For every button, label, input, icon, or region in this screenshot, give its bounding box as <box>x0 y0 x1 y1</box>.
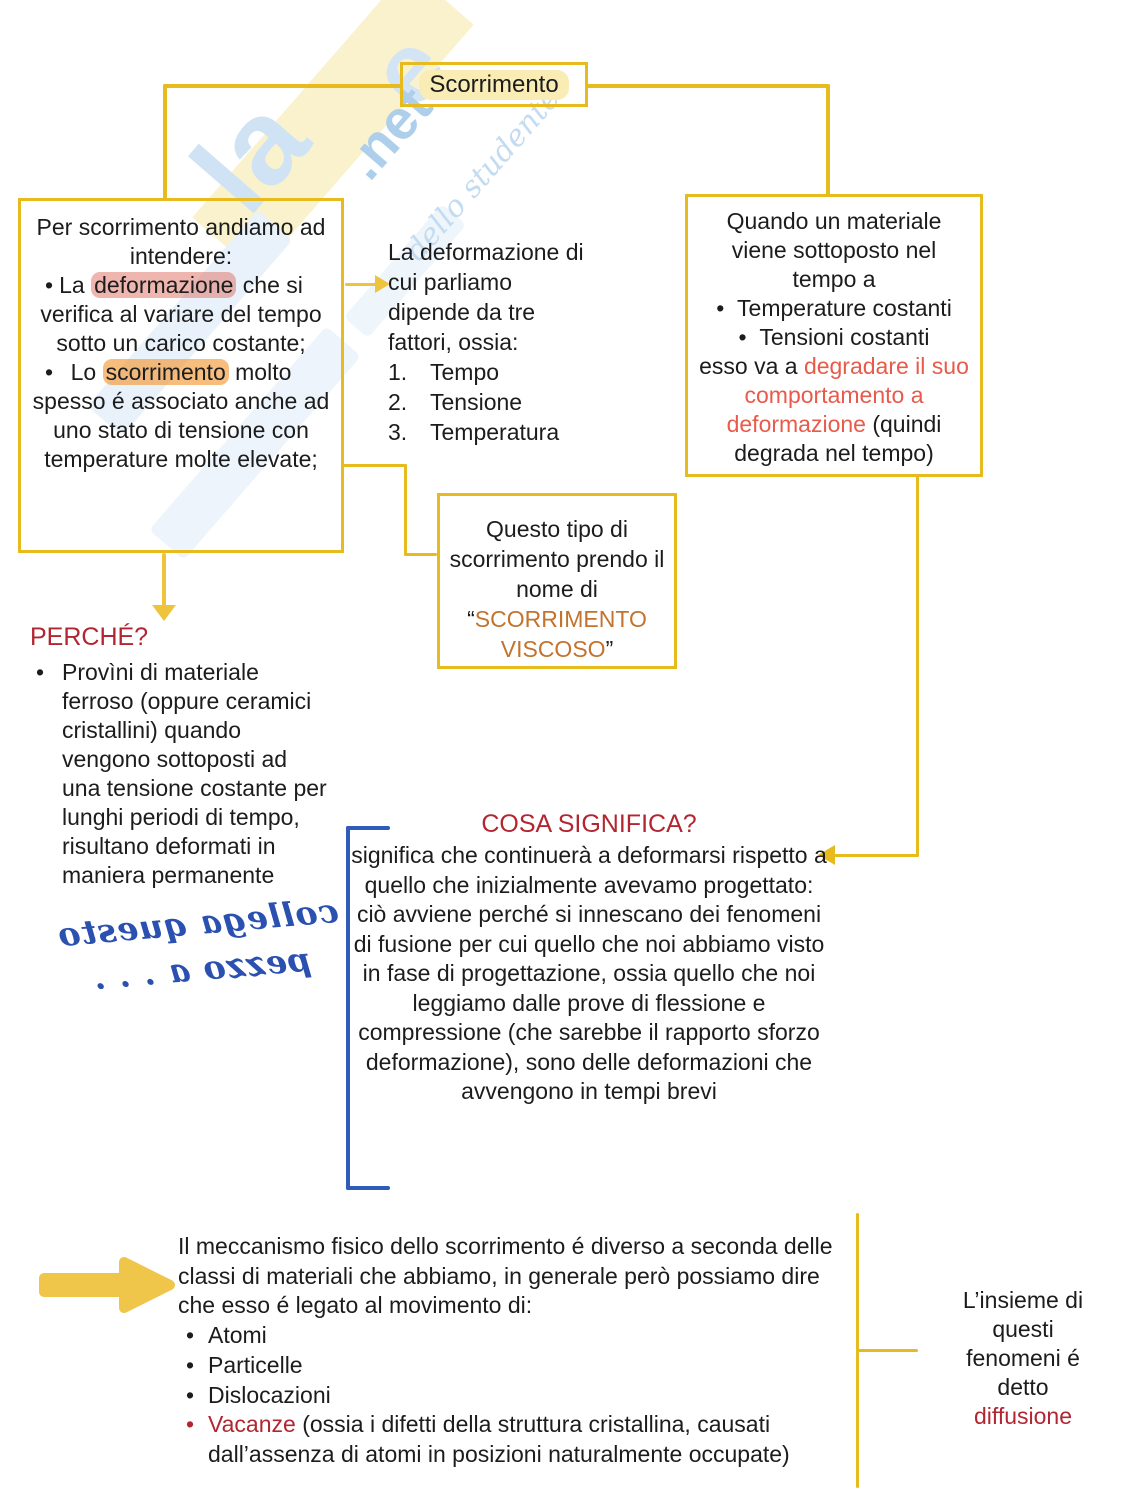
connector-rightbox-horizontal <box>834 854 919 857</box>
viscoso-box: Questo tipo di scorrimento prendo il nom… <box>437 493 677 669</box>
perche-heading: PERCHÉ? <box>30 623 149 651</box>
list-number: 1. <box>388 359 408 385</box>
bullet-text: La <box>59 272 92 298</box>
diffusione-tick-line <box>856 1349 918 1352</box>
tail-text: (quindi degrada nel tempo) <box>734 411 942 466</box>
diffusione-line: fenomeni é <box>966 1345 1080 1371</box>
connector-viscoso-v <box>404 464 407 556</box>
perche-line: lunghi periodi di tempo, <box>62 804 300 830</box>
factors-line: dipende da tre <box>388 299 536 325</box>
bullet-text: Tensioni costanti <box>759 324 930 350</box>
degradation-box: Quando un materiale viene sottoposto nel… <box>685 194 983 477</box>
factors-arrow-line <box>345 283 377 286</box>
definition-box: Per scorrimento andiamo ad intendere: •L… <box>18 198 344 553</box>
connector-title-right-vertical <box>826 84 830 196</box>
mechanism-bullet-vacanze: • Vacanze (ossia i difetti della struttur… <box>178 1410 854 1469</box>
quote-mark: “ <box>467 606 475 632</box>
perche-line: cristallini) quando <box>62 717 241 743</box>
handwritten-note: collega questo pezzo a . . . <box>47 887 354 1005</box>
connector-title-right-horizontal <box>585 84 830 88</box>
left-arrowhead-icon <box>818 845 835 865</box>
degradation-bullet-1: • Temperature costanti <box>698 294 970 323</box>
cosa-body: significa che continuerà a deformarsi ri… <box>351 842 827 1104</box>
perche-line: risultano deformati in <box>62 833 276 859</box>
vacanze-text: (ossia i difetti della struttura cristal… <box>208 1411 790 1467</box>
degradare-red-text: degradare il suo comportamento a deforma… <box>726 353 969 437</box>
diffusione-line: questi <box>992 1316 1054 1342</box>
down-arrow-line <box>162 553 166 607</box>
perche-bullet: • Provìni di materiale ferroso (oppure c… <box>30 658 382 890</box>
factors-note: La deformazione di cui parliamo dipende … <box>388 237 648 447</box>
factors-item-label: Tempo <box>430 359 500 385</box>
mechanism-intro: Il meccanismo fisico dello scorrimento é… <box>178 1233 833 1319</box>
diffusione-red-label: diffusione <box>973 1403 1073 1429</box>
highlighted-word-deformazione: deformazione <box>91 272 237 298</box>
blue-bracket-top <box>346 826 390 830</box>
diffusione-line: L’insieme di <box>962 1287 1084 1313</box>
definition-intro: Per scorrimento andiamo ad intendere: <box>36 214 326 269</box>
perche-line: maniera permanente <box>62 862 275 888</box>
vacanze-red-label: Vacanze <box>208 1411 296 1438</box>
highlighted-word-scorrimento: scorrimento <box>102 359 229 385</box>
diffusione-note: L’insieme di questi fenomeni é detto dif… <box>928 1286 1118 1431</box>
factors-line: La deformazione di <box>388 239 584 265</box>
title-box: Scorrimento <box>400 62 588 107</box>
bullet-text: Dislocazioni <box>208 1381 331 1408</box>
mechanism-bullet: • Atomi <box>178 1321 854 1351</box>
blue-bracket-bottom <box>346 1186 390 1190</box>
degradation-tail: esso va a degradare il suo comportamento… <box>698 352 970 468</box>
mechanism-bullet: • Particelle <box>178 1351 854 1381</box>
quote-mark: ” <box>605 636 614 662</box>
bullet-text: Lo <box>70 359 103 385</box>
factors-line: cui parliamo <box>388 269 512 295</box>
bullet-icon: • <box>186 1322 195 1349</box>
mechanism-bullet: • Dislocazioni <box>178 1381 854 1411</box>
bullet-icon: • <box>186 1381 195 1408</box>
bullet-icon: • <box>45 272 54 298</box>
degradation-intro: Quando un materiale viene sottoposto nel… <box>726 208 942 292</box>
connector-title-left-vertical <box>163 84 167 200</box>
factors-item: 3. Temperatura <box>388 417 648 447</box>
definition-bullet-1: •La deformazione che si verifica al vari… <box>31 271 331 358</box>
factors-line: fattori, ossia: <box>388 329 519 355</box>
degradation-bullet-2: • Tensioni costanti <box>698 323 970 352</box>
factors-item-label: Temperatura <box>430 419 560 445</box>
bullet-text: Temperature costanti <box>737 295 952 321</box>
mechanism-section: Il meccanismo fisico dello scorrimento é… <box>178 1232 854 1470</box>
bullet-icon: • <box>738 324 747 350</box>
perche-line: vengono sottoposti ad <box>62 746 288 772</box>
tail-text: esso va a <box>699 353 804 379</box>
bullet-icon: • <box>186 1411 195 1438</box>
connector-viscoso-h2 <box>404 553 437 556</box>
scorrimento-viscoso-label: SCORRIMENTO VISCOSO <box>474 606 647 662</box>
perche-line: ferroso (oppure ceramici <box>62 688 312 714</box>
cosa-heading: COSA SIGNIFICA? <box>481 810 697 838</box>
connector-title-left-horizontal <box>163 84 402 88</box>
page-title: Scorrimento <box>419 69 569 100</box>
blue-bracket-vertical <box>346 826 350 1190</box>
bullet-icon: • <box>716 295 725 321</box>
perche-line: Provìni di materiale <box>62 659 259 685</box>
connector-viscoso-h1 <box>343 464 407 467</box>
diffusione-line: detto <box>997 1374 1049 1400</box>
list-number: 3. <box>388 419 408 445</box>
big-right-arrow-icon <box>39 1257 175 1313</box>
factors-item-label: Tensione <box>430 389 523 415</box>
bullet-icon: • <box>36 659 45 685</box>
down-arrowhead-icon <box>152 605 176 621</box>
bullet-icon: • <box>45 359 54 385</box>
bullet-text: Particelle <box>208 1351 303 1378</box>
factors-item: 2. Tensione <box>388 387 648 417</box>
bullet-icon: • <box>186 1351 195 1378</box>
factors-item: 1. Tempo <box>388 357 648 387</box>
list-number: 2. <box>388 389 408 415</box>
definition-bullet-2: •Lo scorrimento molto spesso é associato… <box>31 358 331 474</box>
viscoso-text: Questo tipo di scorrimento prendo il nom… <box>449 516 665 602</box>
connector-rightbox-vertical <box>916 476 919 857</box>
bullet-text: Atomi <box>208 1322 267 1349</box>
perche-line: una tensione costante per <box>62 775 327 801</box>
